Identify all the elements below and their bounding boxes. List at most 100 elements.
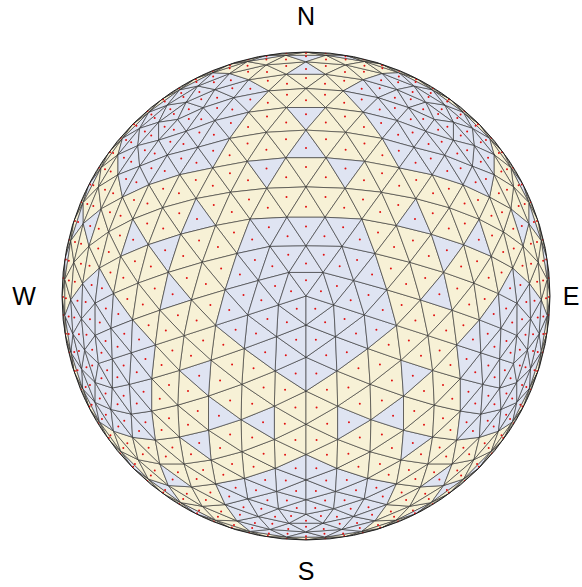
centroid-dot [286,94,288,96]
centroid-dot [363,65,365,67]
centroid-dot [412,510,414,512]
centroid-dot [442,417,444,419]
centroid-dot [247,71,249,73]
mesh-triangle [529,352,541,388]
centroid-dot [530,263,532,265]
centroid-dot [428,255,430,257]
centroid-dot [136,403,138,405]
centroid-dot [356,259,358,261]
centroid-dot [377,524,379,526]
centroid-dot [381,67,383,69]
centroid-dot [326,389,328,391]
centroid-dot [487,365,489,367]
centroid-dot [350,299,352,301]
centroid-dot [344,318,346,320]
mesh-triangle [111,328,131,359]
centroid-dot [323,235,325,237]
centroid-dot [456,117,458,119]
centroid-dot [485,139,487,141]
centroid-dot [438,479,440,481]
centroid-dot [449,364,451,366]
centroid-dot [325,354,327,356]
centroid-dot [105,393,107,395]
mesh-triangle [399,73,432,90]
centroid-dot [398,185,400,187]
centroid-dot [182,96,184,98]
centroid-dot [487,420,489,422]
centroid-dot [161,429,163,431]
centroid-dot [222,344,224,346]
centroid-dot [412,375,414,377]
centroid-dot [323,254,325,256]
centroid-dot [524,203,526,205]
centroid-dot [345,59,347,61]
centroid-dot [178,212,180,214]
centroid-dot [475,125,477,127]
centroid-dot [397,81,399,83]
centroid-dot [542,316,544,318]
centroid-dot [126,442,128,444]
centroid-dot [255,489,257,491]
mesh-triangle [213,62,247,73]
mesh-triangle [481,328,501,359]
centroid-dot [534,300,536,302]
centroid-dot [135,181,137,183]
centroid-dot [148,447,150,449]
centroid-dot [159,398,161,400]
centroid-dot [476,463,478,465]
centroid-dot [324,94,326,96]
centroid-dot [74,241,76,243]
centroid-dot [415,81,417,83]
centroid-dot [116,376,118,378]
centroid-dot [285,480,287,482]
centroid-dot [125,139,127,141]
centroid-dot [284,454,286,456]
centroid-dot [423,424,425,426]
centroid-dot [138,338,140,340]
mesh-triangle [155,437,184,464]
mesh-triangle [513,389,530,422]
centroid-dot [320,515,322,517]
centroid-dot [446,249,448,251]
centroid-dot [89,225,91,227]
centroid-dot [305,279,307,281]
centroid-dot [255,332,257,334]
centroid-dot [380,122,382,124]
centroid-dot [105,414,107,416]
centroid-dot [271,265,273,267]
centroid-dot [284,423,286,425]
centroid-dot [460,114,462,116]
centroid-dot [359,238,361,240]
centroid-dot [198,375,200,377]
centroid-dot [117,425,119,427]
centroid-dot [164,489,166,491]
centroid-dot [316,407,318,409]
mesh-triangle [396,503,431,521]
mesh-triangle [501,382,517,409]
centroid-dot [213,204,215,206]
centroid-dot [428,498,430,500]
centroid-dot [91,349,93,351]
centroid-dot [367,294,369,296]
centroid-dot [168,417,170,419]
centroid-dot [324,196,326,198]
centroid-dot [78,333,80,335]
centroid-dot [100,352,102,354]
centroid-dot [305,55,307,57]
mesh-triangle [491,232,512,268]
centroid-dot [150,475,152,477]
centroid-dot [501,272,503,274]
centroid-dot [414,218,416,220]
centroid-dot [219,447,221,449]
centroid-dot [359,527,361,529]
centroid-dot [243,506,245,508]
centroid-dot [501,211,503,213]
centroid-dot [412,239,414,241]
sphere-outline [62,52,550,540]
centroid-dot [442,384,444,386]
centroid-dot [200,118,202,120]
centroid-dot [305,206,307,208]
centroid-dot [423,390,425,392]
centroid-dot [493,313,495,315]
centroid-dot [285,176,287,178]
